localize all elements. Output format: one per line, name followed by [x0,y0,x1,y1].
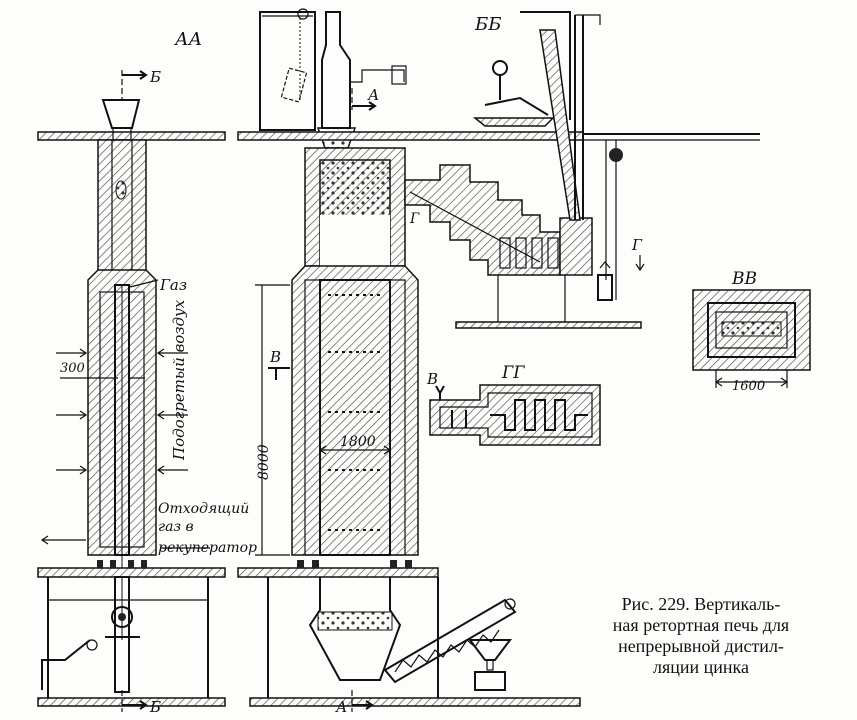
caption-line-2: ная ретортная печь для [612,615,790,635]
label-marker-g-right: Г [631,236,643,254]
label-exhaust-1: Отходящий [158,501,249,517]
section-gg-view [429,384,601,446]
base-slab-main [237,567,439,578]
label-gas: Газ [159,276,187,294]
chimney-pipe-system [472,11,623,301]
discharge-gear-left [111,606,133,628]
ladle [597,274,613,301]
caption-line-3: непрерывной дистил- [618,636,784,656]
ground-slab-main [249,697,581,707]
label-dim-1800: 1800 [340,434,376,450]
condenser [404,164,642,329]
feed-column [321,11,351,129]
flue-markers [328,294,382,531]
support-bolts-left [97,560,147,568]
base-slab-left [37,567,226,578]
gg-flue-path [490,399,588,431]
support-bolts-main [297,560,412,568]
caption-line-1: Рис. 229. Вертикаль- [621,594,781,614]
residue-charge [317,611,393,631]
label-marker-g-small: Г [409,211,420,227]
label-marker-a-top: А [367,86,379,104]
feed-arm [350,69,405,83]
condenser-well [559,217,593,276]
label-exhaust-3: рекуператор [158,540,257,556]
floor-slab-top-main [237,131,584,141]
pipe-platform [472,117,555,127]
retort-main [319,279,391,556]
heating-chamber-main [291,265,419,556]
feed-hopper-left [101,99,141,129]
section-vv-view [692,289,811,388]
label-exhaust-2: газ в [158,519,194,535]
valve-wheel [492,60,508,76]
gas-leader [129,279,159,288]
charging-frame [259,11,316,131]
label-marker-v-mid: В [426,370,438,388]
label-section-gg: ГГ [501,363,525,383]
main-section-view [237,8,760,712]
vv-retort-charge [721,321,782,337]
upper-shaft-left [97,139,147,281]
label-dim-300: 300 [60,361,85,376]
receiving-hopper [468,639,512,661]
air-arrows-left [56,348,188,475]
label-marker-a-bottom: А [335,698,347,716]
label-dim-1600: 1600 [732,379,765,394]
label-marker-b-bottom: Б [149,698,161,716]
label-heated-air: Подогретый воздух [170,299,188,461]
charge-briquettes-left [115,180,127,200]
condenser-slab [455,321,642,329]
section-aa-view [37,70,226,712]
label-section-aa: АА [173,29,202,50]
caption-line-4: ляции цинка [652,657,750,677]
counterweight [609,148,623,162]
figure-caption: Рис. 229. Вертикаль- ная ретортная печь … [566,594,836,678]
screw-conveyor [383,598,517,684]
label-dim-8000: 8000 [256,444,272,480]
drive-shaft-left [41,639,91,690]
label-marker-b-top: Б [149,68,161,86]
label-marker-v-left: В [269,348,281,366]
label-section-vv: ВВ [731,269,757,289]
label-section-bb: ББ [474,14,501,35]
